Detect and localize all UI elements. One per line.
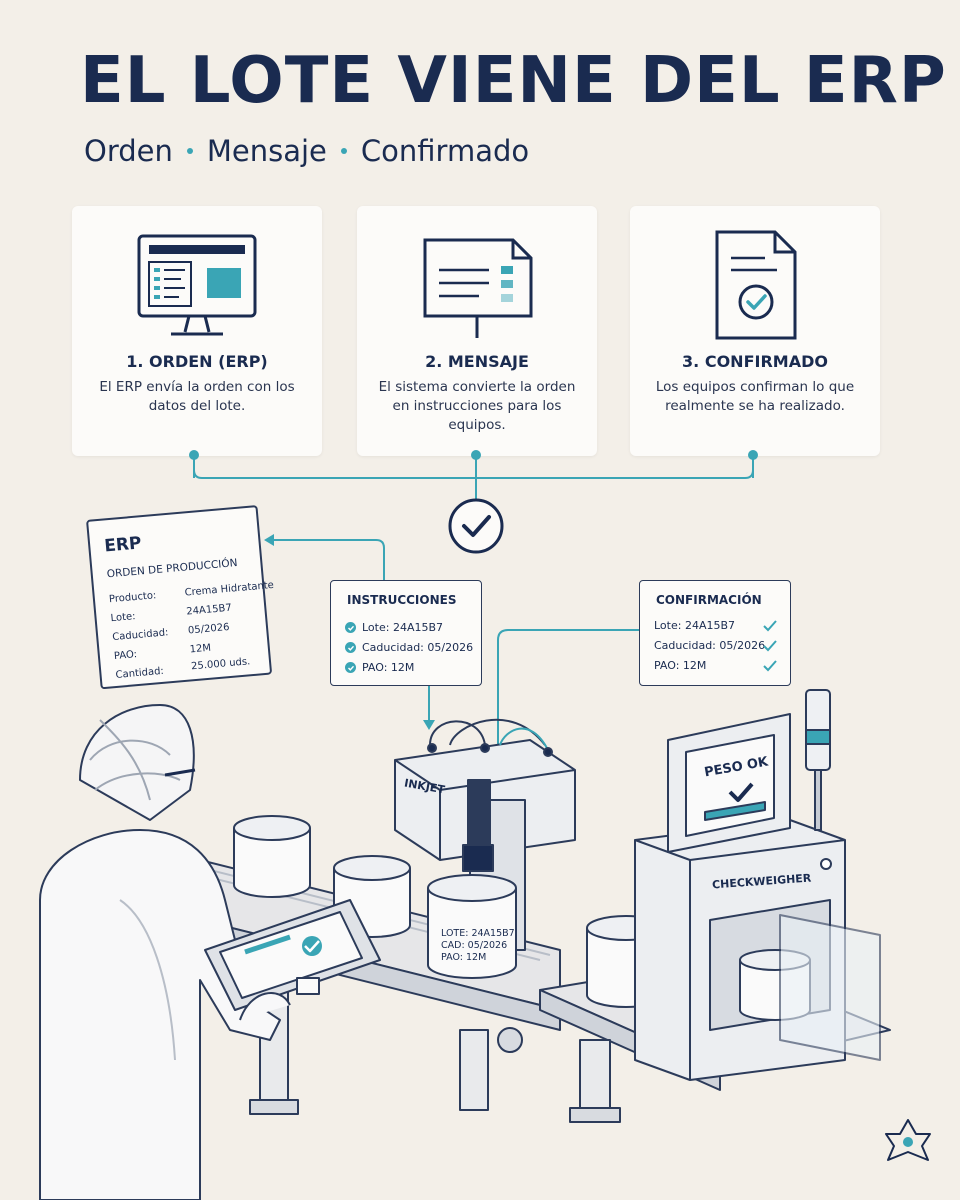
instructions-row-text: Lote: 24A15B7 [362,621,444,634]
check-circle-icon [345,622,356,633]
page-title: EL LOTE VIENE DEL ERP [80,44,947,118]
stack-light [805,689,831,831]
step-card-confirmado: 3. CONFIRMADO Los equipos confirman lo q… [630,206,880,456]
instructions-title: INSTRUCCIONES [347,593,457,607]
erp-row-label: PAO: [113,649,138,663]
confirmed-document-icon [630,228,880,348]
subtitle-orden: Orden [84,134,173,168]
step-description: El sistema convierte la orden en instruc… [378,379,576,433]
check-circle-icon [345,642,356,653]
step-title: 3. CONFIRMADO [682,352,828,371]
checkweigher-screen [667,713,791,853]
jar-labeled [427,874,517,979]
confirmation-row: Lote: 24A15B7 [654,619,735,632]
erp-row-label: Producto: [108,590,157,606]
jar-label-pao: PAO: 12M [441,952,487,963]
step-description: El ERP envía la orden con los datos del … [99,379,295,414]
erp-row-value: 05/2026 [187,621,230,637]
jar-label-lote: LOTE: 24A15B7 [441,928,515,939]
instructions-row-text: Caducidad: 05/2026 [362,641,474,654]
jar-1 [233,815,311,898]
erp-row-value: 12M [189,642,212,656]
step-card-orden: 1. ORDEN (ERP) El ERP envía la orden con… [72,206,322,456]
instructions-row: Lote: 24A15B7 [345,621,443,634]
erp-row-value: 24A15B7 [185,602,233,618]
confirmation-row-text: Lote: 24A15B7 [654,619,736,632]
subtitle-separator [186,148,193,154]
production-line-illustration [39,689,931,1200]
message-document-icon [357,228,597,348]
erp-panel-title: ERP [103,533,143,557]
step-title: 1. ORDEN (ERP) [126,352,268,371]
operator-figure [39,704,281,1200]
step-description: Los equipos confirman lo que realmente s… [655,379,855,414]
check-circle-icon [345,662,356,673]
erp-row-value: 25.000 uds. [190,656,251,673]
monitor-icon [72,228,322,348]
erp-row-label: Cantidad: [115,665,165,681]
check-icon [448,498,504,554]
instructions-row-text: PAO: 12M [362,661,415,674]
erp-row-label: Lote: [110,611,137,625]
subtitle-confirmado: Confirmado [360,134,530,168]
confirmation-row: Caducidad: 05/2026 [654,639,765,652]
erp-row-label: Caducidad: [111,627,169,644]
step-card-mensaje: 2. MENSAJE El sistema convierte la orden… [357,206,597,456]
erp-panel-subtitle: ORDEN DE PRODUCCIÓN [106,556,238,581]
erp-row-value: Crema Hidratante [184,579,275,599]
confirmation-title: CONFIRMACIÓN [656,593,762,607]
instructions-row: PAO: 12M [345,661,414,674]
instructions-row: Caducidad: 05/2026 [345,641,473,654]
confirmation-row: PAO: 12M [654,659,706,672]
page-subtitle: Orden Mensaje Confirmado [84,134,529,168]
tablet-device [204,899,381,1021]
confirmation-row-text: Caducidad: 05/2026 [654,639,766,652]
erp-order-panel: ERP ORDEN DE PRODUCCIÓN Producto: Crema … [86,505,275,690]
instructions-panel: INSTRUCCIONES Lote: 24A15B7 Caducidad: 0… [330,580,482,686]
jar-label-cad: CAD: 05/2026 [441,940,508,951]
subtitle-mensaje: Mensaje [206,134,327,168]
step-title: 2. MENSAJE [425,352,529,371]
check-mark-icons [763,620,777,672]
jar-label-text: LOTE: 24A15B7 CAD: 05/2026 PAO: 12M [441,928,515,964]
checkweigher-machine [634,819,881,1081]
brand-logo-icon [885,1119,931,1161]
confirmation-panel: CONFIRMACIÓN Lote: 24A15B7 Caducidad: 05… [639,580,791,686]
subtitle-separator [340,148,347,154]
confirmation-row-text: PAO: 12M [654,659,707,672]
